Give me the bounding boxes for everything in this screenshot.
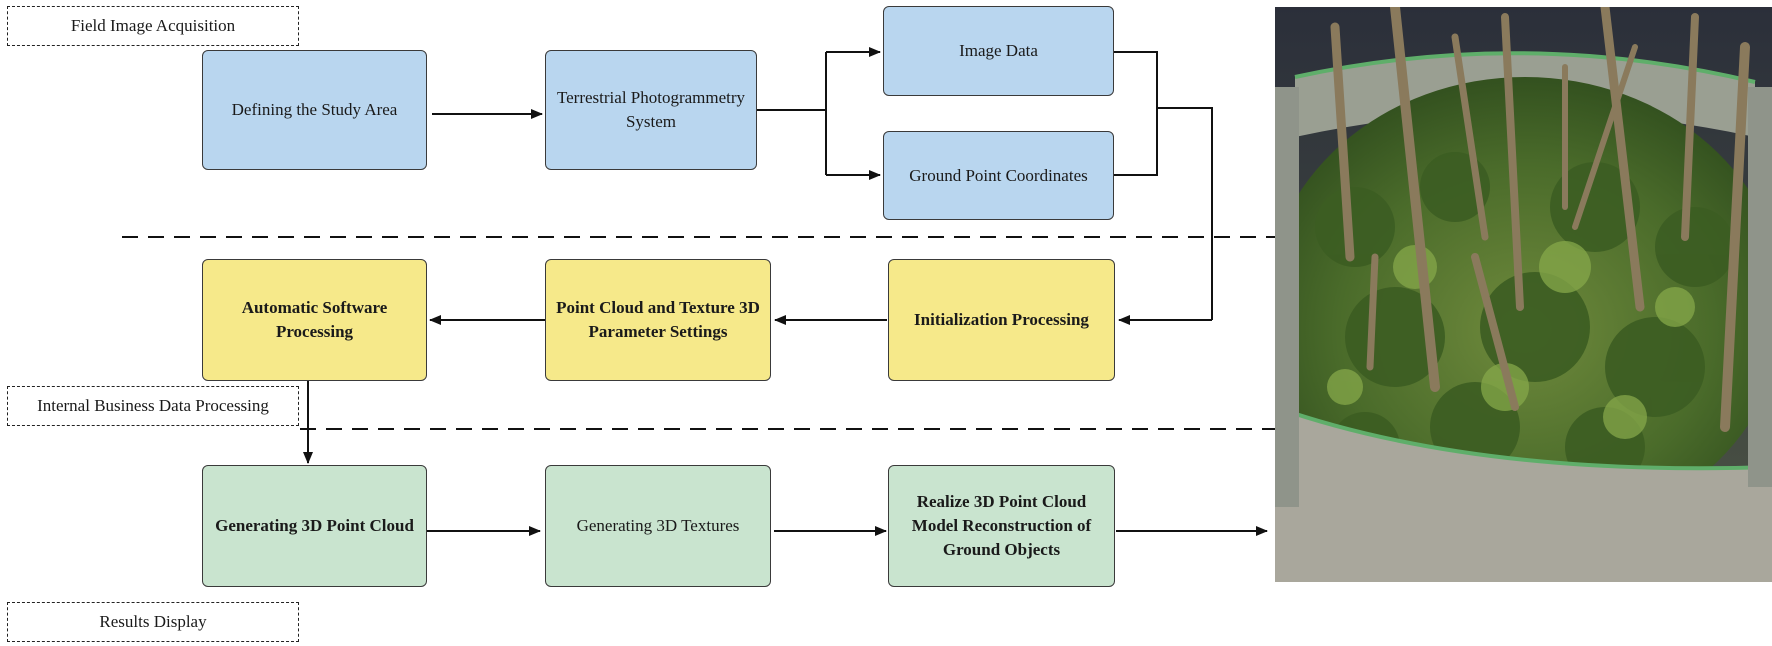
merge-line	[1157, 107, 1213, 320]
box-text: Image Data	[959, 41, 1038, 60]
box-text: Realize 3D Point Cloud Model Reconstruct…	[911, 492, 1092, 559]
image-data-merge	[1114, 51, 1158, 108]
section-label-field: Field Image Acquisition	[7, 6, 299, 46]
box-automatic-software-processing: Automatic Software Processing	[202, 259, 427, 381]
box-parameter-settings: Point Cloud and Texture 3D Parameter Set…	[545, 259, 771, 381]
box-text: Point Cloud and Texture 3D Parameter Set…	[556, 298, 760, 341]
box-generating-point-cloud: Generating 3D Point Cloud	[202, 465, 427, 587]
box-text: Generating 3D Textures	[576, 516, 740, 535]
box-text: Generating 3D Point Cloud	[215, 516, 414, 535]
box-text: Automatic Software Processing	[241, 298, 388, 341]
box-initialization-processing: Initialization Processing	[888, 259, 1115, 381]
section-label-internal: Internal Business Data Processing	[7, 386, 299, 426]
box-text: Defining the Study Area	[231, 100, 398, 119]
section-label-results: Results Display	[7, 602, 299, 642]
box-generating-textures: Generating 3D Textures	[545, 465, 771, 587]
ground-points-merge	[1114, 108, 1158, 176]
box-defining-study-area: Defining the Study Area	[202, 50, 427, 170]
box-text: Ground Point Coordinates	[909, 165, 1088, 185]
box-text: Terrestrial Photogrammetry System	[556, 88, 746, 131]
box-model-reconstruction: Realize 3D Point Cloud Model Reconstruct…	[888, 465, 1115, 587]
forest-illustration	[1275, 7, 1772, 582]
box-image-data: Image Data	[883, 6, 1114, 96]
point-cloud-image	[1275, 7, 1772, 582]
box-terrestrial-photogrammetry: Terrestrial Photogrammetry System	[545, 50, 757, 170]
box-ground-point-coordinates: Ground Point Coordinates	[883, 131, 1114, 220]
box-text: Initialization Processing	[914, 310, 1089, 329]
